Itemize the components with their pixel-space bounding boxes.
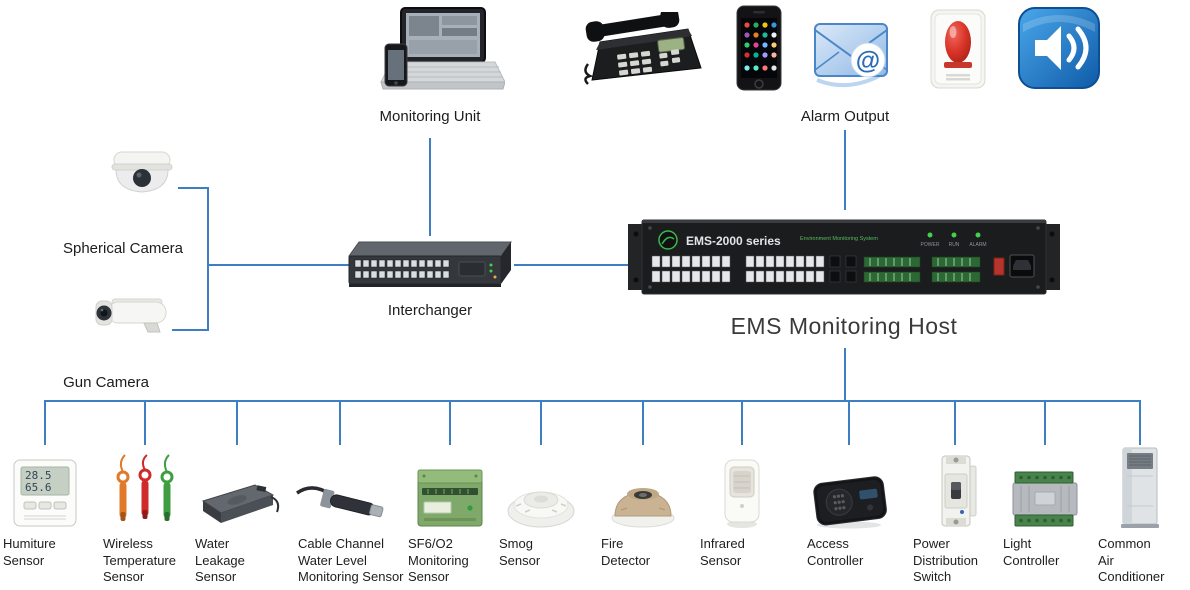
- cable-channel-water-level-sensor-icon: [295, 486, 383, 518]
- sensor-light-controller: Light Controller: [1000, 444, 1090, 569]
- sensor-smog: Smog Sensor: [496, 444, 586, 569]
- connector-monitoring-unit-to-interchanger: [429, 138, 431, 236]
- connector-camera-trunk: [207, 187, 209, 331]
- connector-sensor-bus: [44, 400, 1141, 402]
- infrared-sensor-icon: [724, 459, 760, 528]
- sensor-cable-channel-water-level: Cable Channel Water Level Monitoring Sen…: [295, 444, 404, 586]
- humiture-sensor-label: Humiture Sensor: [3, 536, 56, 568]
- sensor-power-distribution-switch: Power Distribution Switch: [910, 444, 1000, 586]
- sensor-wireless-temperature: Wireless Temperature Sensor: [100, 444, 190, 586]
- connector-spherical-camera-stub: [178, 187, 208, 189]
- light-controller-label: Light Controller: [1003, 536, 1060, 568]
- wireless-temperature-sensor-icon: [116, 454, 174, 521]
- connector-drop-light-controller: [1044, 400, 1046, 445]
- connector-drop-access: [848, 400, 850, 445]
- bullet-camera-icon: [95, 298, 167, 333]
- interchanger-label: Interchanger: [387, 302, 473, 319]
- humiture-temperature-value: 28.5: [25, 469, 52, 482]
- sf6-o2-sensor-icon: [417, 469, 483, 527]
- connector-interchanger-to-host: [514, 264, 628, 266]
- led-power-label: POWER: [921, 242, 940, 248]
- connector-cameras-to-interchanger: [207, 264, 350, 266]
- sensor-infrared: Infrared Sensor: [697, 444, 787, 569]
- connector-drop-humiture: [44, 400, 46, 445]
- air-conditioner-icon: [1121, 447, 1159, 528]
- fire-detector-label: Fire Detector: [601, 536, 651, 568]
- alarm-output-group: @: [575, 4, 1105, 134]
- water-leakage-sensor-label: Water Leakage Sensor: [195, 536, 245, 585]
- led-run-label: RUN: [949, 242, 960, 248]
- infrared-sensor-label: Infrared Sensor: [700, 536, 745, 568]
- ems-host-label: EMS Monitoring Host: [730, 313, 958, 339]
- ems-host-system-text: Environment Monitoring System: [800, 236, 878, 242]
- connector-drop-sf6-o2: [449, 400, 451, 445]
- gun-camera-image: [92, 292, 177, 340]
- humiture-humidity-value: 65.6: [25, 481, 52, 494]
- monitoring-unit-node: Monitoring Unit: [350, 4, 510, 125]
- dome-camera-icon: [111, 151, 173, 193]
- access-controller-label: Access Controller: [807, 536, 864, 568]
- interchanger-node: Interchanger: [345, 236, 515, 319]
- connector-drop-infrared: [741, 400, 743, 445]
- smartphone-icon: [733, 4, 785, 92]
- connector-drop-smog: [540, 400, 542, 445]
- sensor-sf6-o2: SF6/O2 Monitoring Sensor: [405, 444, 495, 586]
- sensor-access-controller: Access Controller: [804, 444, 894, 569]
- connector-drop-fire: [642, 400, 644, 445]
- wireless-temperature-sensor-label: Wireless Temperature Sensor: [103, 536, 176, 585]
- connector-drop-power-distribution: [954, 400, 956, 445]
- smog-sensor-icon: [507, 491, 575, 528]
- humiture-sensor-icon: 28.5 65.6: [13, 459, 77, 527]
- cable-channel-water-level-sensor-label: Cable Channel Water Level Monitoring Sen…: [298, 536, 404, 585]
- spherical-camera-label: Spherical Camera: [62, 240, 184, 257]
- smog-sensor-label: Smog Sensor: [499, 536, 541, 568]
- gun-camera-label: Gun Camera: [63, 374, 149, 391]
- water-leakage-sensor-icon: [201, 484, 280, 523]
- sensor-water-leakage: Water Leakage Sensor: [192, 444, 282, 586]
- ems-host-node: EMS-2000 series Environment Monitoring S…: [628, 208, 1060, 340]
- ems-host-model-text: EMS-2000 series: [686, 234, 781, 248]
- fire-detector-icon: [611, 488, 675, 528]
- sensor-fire-detector: Fire Detector: [598, 444, 688, 569]
- light-controller-icon: [1012, 471, 1078, 527]
- telephone-icon: [580, 12, 705, 87]
- sensor-common-air-conditioner: Common Air Conditioner: [1095, 444, 1185, 586]
- email-at-glyph: @: [856, 47, 880, 75]
- speaker-icon: [1017, 6, 1101, 90]
- access-controller-icon: [813, 476, 887, 529]
- connector-drop-water-leakage: [236, 400, 238, 445]
- led-alarm-label: ALARM: [969, 242, 986, 248]
- sf6-o2-sensor-label: SF6/O2 Monitoring Sensor: [408, 536, 469, 585]
- connector-drop-wireless-temperature: [144, 400, 146, 445]
- connector-alarm-output-to-host: [844, 130, 846, 210]
- ems-host-front-panel: EMS-2000 series Environment Monitoring S…: [628, 219, 1060, 295]
- power-distribution-switch-label: Power Distribution Switch: [913, 536, 979, 585]
- email-icon: @: [811, 10, 899, 92]
- laptop-phone-icon: [380, 7, 505, 90]
- alarm-output-label: Alarm Output: [800, 108, 890, 125]
- connector-host-to-bus: [844, 348, 846, 402]
- sensor-humiture: 28.5 65.6 Humiture Sensor: [0, 444, 90, 569]
- power-distribution-switch-icon: [941, 455, 977, 527]
- connector-gun-camera-stub: [172, 329, 208, 331]
- spherical-camera-image: [102, 146, 182, 198]
- connector-drop-air-conditioner: [1139, 400, 1141, 445]
- siren-icon: [925, 6, 991, 92]
- network-switch-icon: [348, 241, 512, 287]
- monitoring-unit-label: Monitoring Unit: [379, 108, 481, 125]
- connector-drop-cable-channel: [339, 400, 341, 445]
- common-air-conditioner-label: Common Air Conditioner: [1098, 536, 1165, 585]
